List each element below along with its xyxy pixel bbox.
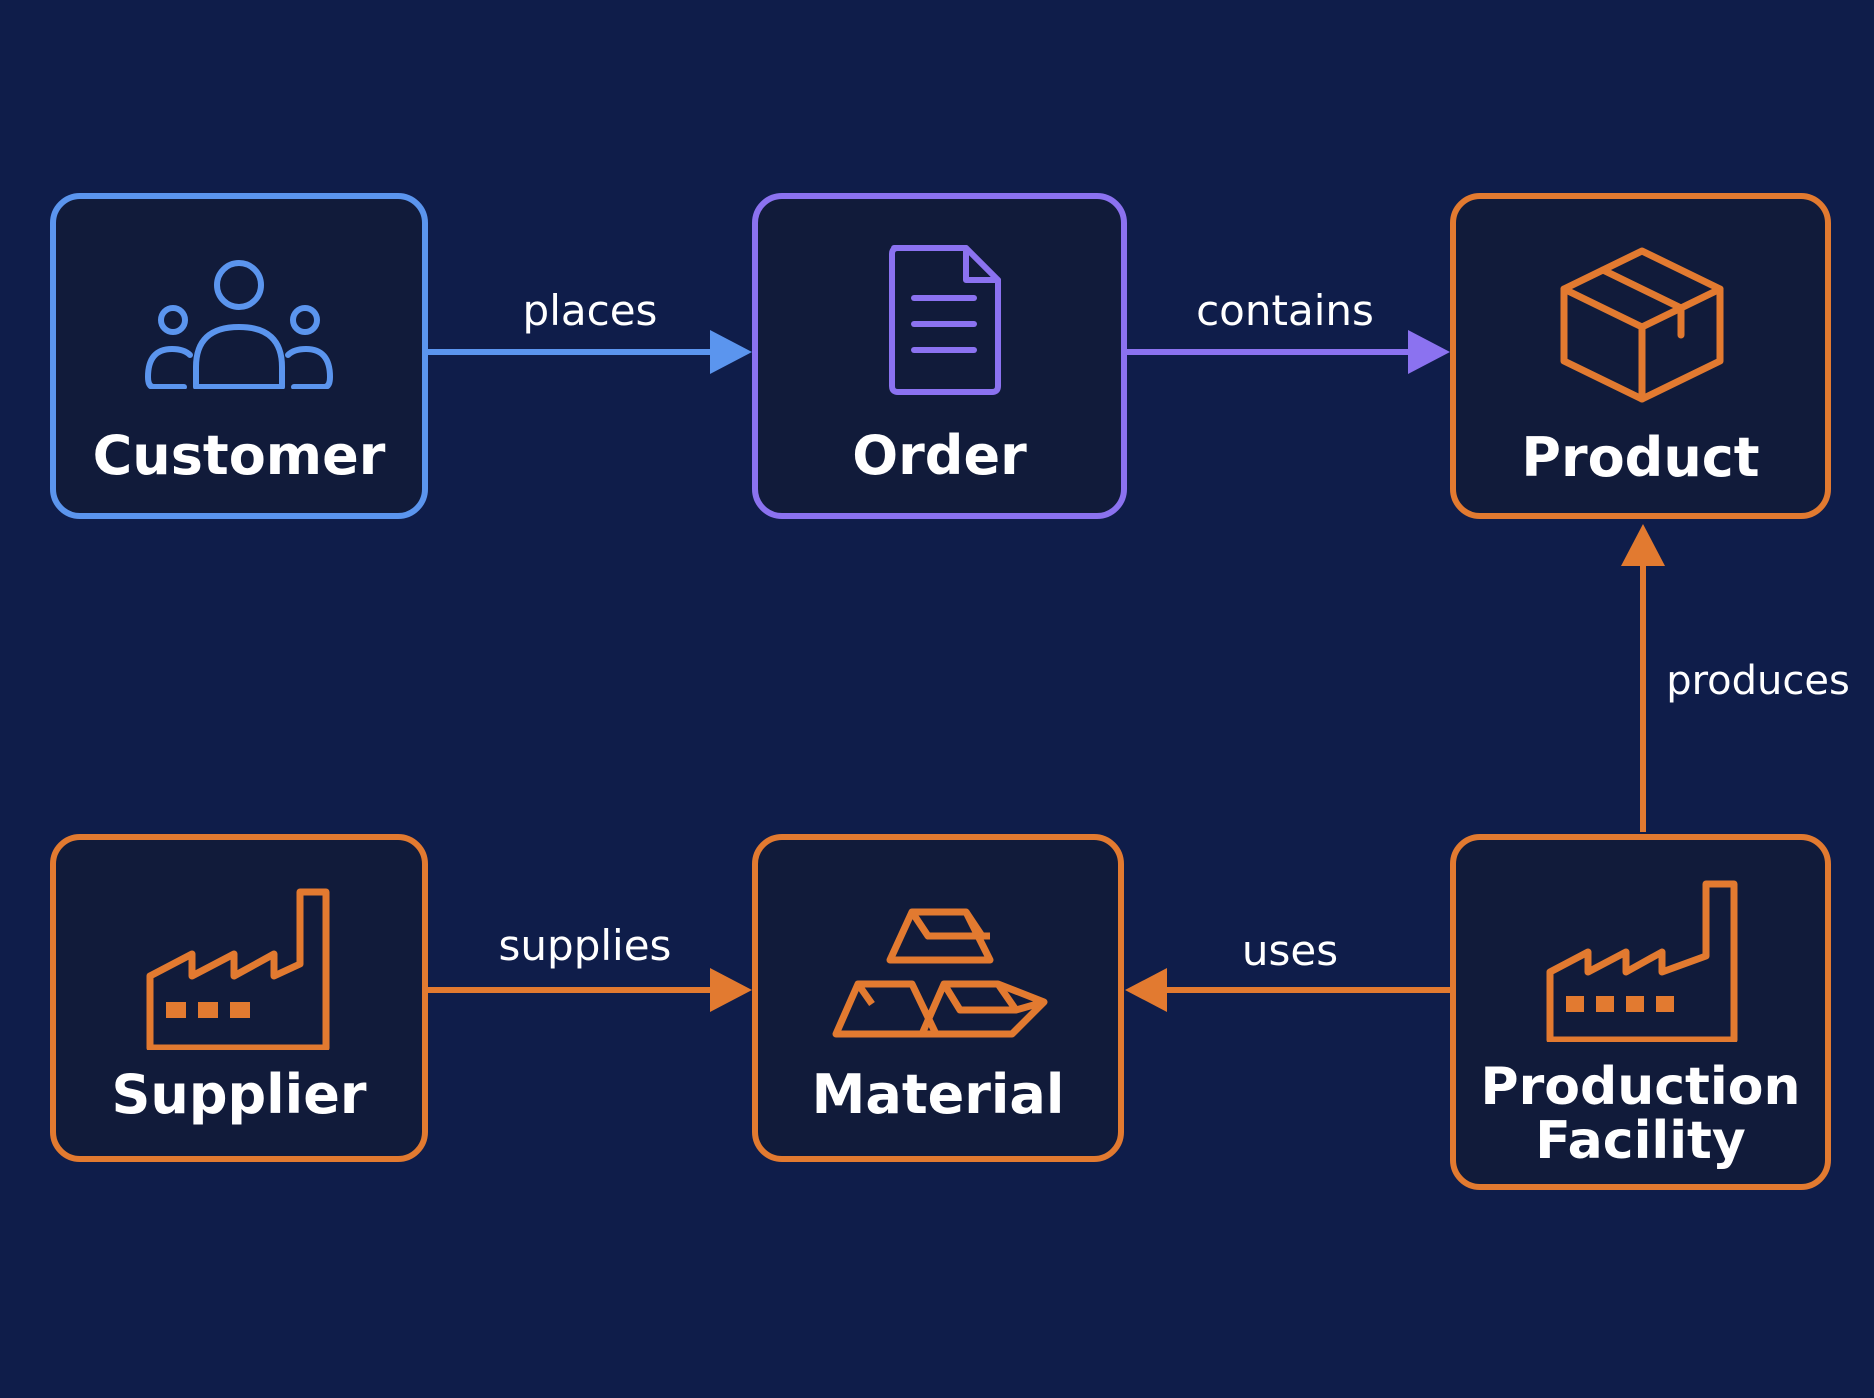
- node-product[interactable]: Product: [1450, 193, 1831, 519]
- people-group-icon: [145, 260, 333, 389]
- box-icon: [1560, 247, 1724, 403]
- node-label-material: Material: [811, 1063, 1065, 1126]
- node-material[interactable]: Material: [752, 834, 1124, 1162]
- arrow-places: [428, 330, 752, 374]
- node-label-customer: Customer: [92, 424, 386, 487]
- node-production-facility[interactable]: Production Facility: [1450, 834, 1831, 1190]
- edge-label-supplies: supplies: [498, 921, 672, 970]
- ingots-icon: [832, 908, 1048, 1038]
- node-label-product: Product: [1521, 426, 1760, 489]
- edge-label-places: places: [522, 286, 658, 335]
- node-customer[interactable]: Customer: [50, 193, 428, 519]
- edge-label-contains: contains: [1196, 286, 1374, 335]
- edge-label-produces: produces: [1666, 658, 1850, 704]
- arrow-produces: [1621, 524, 1665, 832]
- arrow-supplies: [428, 968, 752, 1012]
- factory-icon: [1546, 880, 1738, 1042]
- node-label-production-facility-line2: Facility: [1535, 1111, 1746, 1171]
- edge-label-uses: uses: [1241, 926, 1339, 975]
- arrow-uses: [1125, 968, 1453, 1012]
- factory-icon: [146, 888, 330, 1050]
- arrow-contains: [1127, 330, 1450, 374]
- document-icon: [889, 245, 1001, 395]
- node-supplier[interactable]: Supplier: [50, 834, 428, 1162]
- node-label-supplier: Supplier: [111, 1063, 367, 1126]
- node-label-production-facility-line1: Production: [1480, 1057, 1801, 1117]
- node-order[interactable]: Order: [752, 193, 1127, 519]
- node-label-order: Order: [852, 424, 1027, 487]
